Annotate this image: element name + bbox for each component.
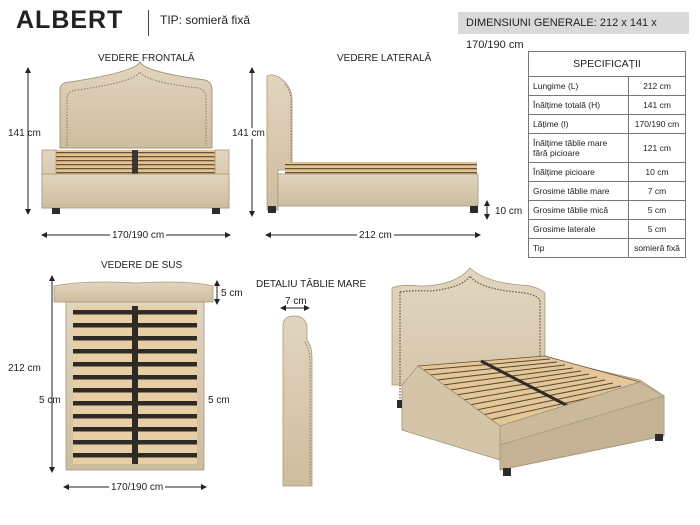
spec-value: 212 cm (628, 76, 686, 96)
spec-value: 141 cm (628, 95, 686, 115)
table-row: Lungime (L) 212 cm (528, 76, 686, 96)
spec-value: 121 cm (628, 133, 686, 163)
side-headboard (266, 74, 293, 211)
top-headboard-dimension: 5 cm (221, 288, 243, 299)
front-width-dimension: 170/190 cm (110, 230, 167, 241)
spec-label: Grosime tăblie mare (528, 181, 629, 201)
model-title: ALBERT (16, 6, 124, 34)
bed-3d-render (391, 267, 665, 476)
table-row: Înălțime tăblie mare fără picioare 121 c… (528, 133, 686, 163)
specifications-heading: SPECIFICAȚII (528, 51, 686, 77)
spec-label: Lățime (l) (528, 114, 629, 134)
spec-label: Înălțime tăblie mare fără picioare (528, 133, 629, 163)
front-view-label: VEDERE FRONTALĂ (98, 53, 195, 64)
left-rail-dimension: 5 cm (39, 395, 61, 406)
top-width-dimension: 170/190 cm (109, 482, 166, 493)
table-row: Grosime laterale 5 cm (528, 219, 686, 239)
top-view-drawing (53, 281, 214, 471)
spec-value: 10 cm (628, 162, 686, 182)
spec-value: 7 cm (628, 181, 686, 201)
detail-thickness-dimension: 7 cm (285, 296, 307, 307)
table-row: Lățime (l) 170/190 cm (528, 114, 686, 134)
table-row: Tip somieră fixă (528, 238, 686, 258)
table-row: Înălțime totală (H) 141 cm (528, 95, 686, 115)
spec-value: somieră fixă (628, 238, 686, 258)
right-rail-dimension: 5 cm (208, 395, 230, 406)
front-headboard (59, 60, 213, 149)
bed-type: TIP: somieră fixă (160, 13, 251, 27)
spec-value: 170/190 cm (628, 114, 686, 134)
top-view-label: VEDERE DE SUS (101, 260, 183, 271)
spec-label: Înălțime totală (H) (528, 95, 629, 115)
legs-height-dimension: 10 cm (495, 206, 523, 217)
spec-label: Grosime laterale (528, 219, 629, 239)
spec-label: Tip (528, 238, 629, 258)
spec-label: Grosime tăblie mică (528, 200, 629, 220)
top-headboard (53, 281, 214, 303)
headboard-detail-drawing (282, 315, 313, 487)
title-divider (148, 10, 149, 36)
spec-value: 5 cm (628, 200, 686, 220)
side-view-drawing (266, 74, 479, 213)
table-row: Înălțime picioare 10 cm (528, 162, 686, 182)
spec-label: Lungime (L) (528, 76, 629, 96)
side-view-label: VEDERE LATERALĂ (337, 53, 432, 64)
top-length-dimension: 212 cm (8, 363, 41, 374)
front-view-drawing (41, 60, 230, 214)
spec-label: Înălțime picioare (528, 162, 629, 182)
general-dimensions: DIMENSIUNI GENERALE: 212 x 141 x 170/190… (458, 12, 689, 51)
specifications-table: SPECIFICAȚII Lungime (L) 212 cm Înălțime… (528, 51, 686, 258)
front-height-dimension: 141 cm (8, 128, 41, 139)
headboard-detail-label: DETALIU TĂBLIE MARE (256, 279, 367, 290)
side-height-dimension: 141 cm (232, 128, 265, 139)
table-row: Grosime tăblie mare 7 cm (528, 181, 686, 201)
spec-value: 5 cm (628, 219, 686, 239)
table-row: Grosime tăblie mică 5 cm (528, 200, 686, 220)
side-length-dimension: 212 cm (357, 230, 394, 241)
